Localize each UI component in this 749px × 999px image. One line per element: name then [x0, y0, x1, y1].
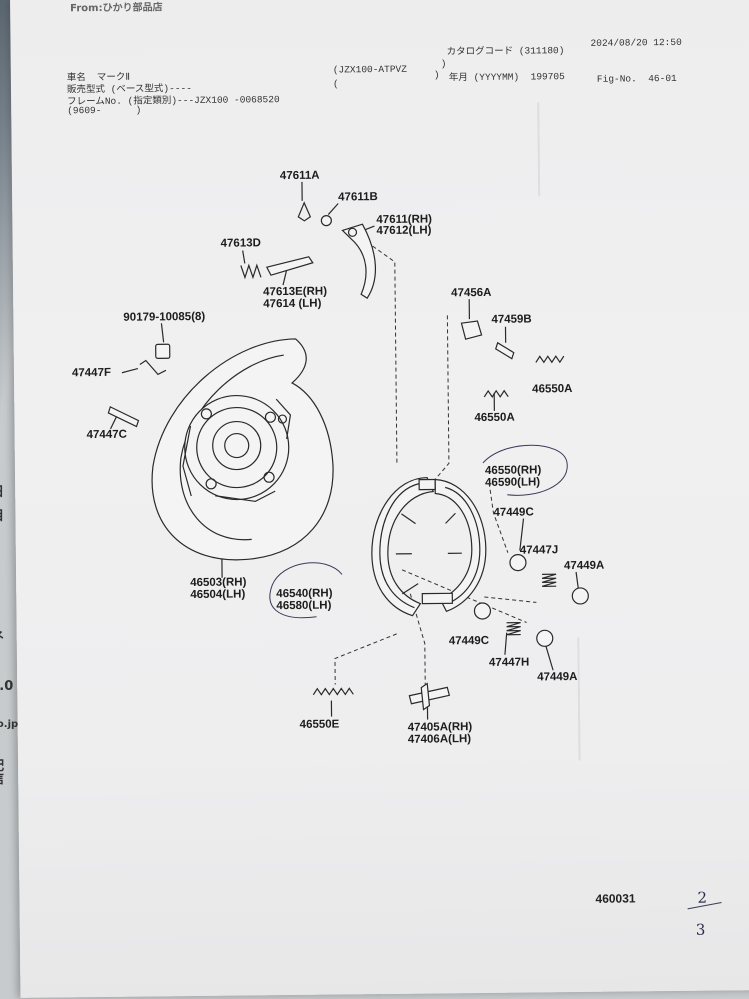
part-label-47614: 47614 (LH) — [263, 298, 321, 311]
part-label-46550a-lower: 46550A — [474, 412, 514, 424]
part-label-47456a: 47456A — [451, 287, 491, 299]
part-label-47459b: 47459B — [491, 313, 531, 325]
spring-46550e — [312, 687, 354, 696]
part-label-47611b: 47611B — [338, 191, 378, 203]
brake-shoe-46540 — [371, 476, 487, 617]
part-label-47449c-lower: 47449C — [449, 635, 489, 647]
part-label-46504: 46504(LH) — [190, 588, 245, 601]
part-label-47447f: 47447F — [72, 367, 111, 379]
edge-fragment-6: 配信 — [0, 760, 11, 786]
pen-circle-46540 — [269, 562, 343, 619]
spring-47447j — [541, 573, 557, 587]
edge-fragment-1: ネ — [0, 630, 11, 643]
washer-47449a-upper — [571, 587, 589, 605]
return-spring-46550a-upper — [535, 355, 565, 364]
part-label-47406a: 47406A(LH) — [408, 733, 472, 746]
pin-47459b — [495, 341, 515, 360]
edge-fragment-5: 目 — [0, 510, 11, 523]
part-label-47449a-upper: 47449A — [564, 560, 604, 572]
part-label-90179: 90179-10085(8) — [123, 311, 205, 324]
part-label-47447j: 47447J — [520, 544, 558, 556]
part-label-47613d: 47613D — [221, 237, 261, 249]
leader-lines — [109, 181, 579, 720]
cup-47449c-upper — [509, 554, 527, 572]
part-label-46590lh: 46590(LH) — [485, 476, 540, 489]
edge-fragment-2: L.0 — [0, 679, 14, 694]
page-denominator: 3 — [696, 921, 706, 939]
washer-47611b — [320, 214, 332, 227]
spring-47613d — [240, 263, 262, 280]
page-fraction-bar — [687, 902, 722, 910]
parking-lever-47611 — [341, 223, 376, 300]
part-label-46550a-upper: 46550A — [532, 383, 572, 395]
spring-47447h — [506, 621, 521, 636]
part-label-47611rh: 47611(RH) — [376, 213, 432, 226]
part-label-47447c: 47447C — [87, 429, 127, 441]
edge-fragment-3: co.jp — [0, 719, 19, 730]
part-label-46580: 46580(LH) — [276, 600, 331, 613]
part-label-47449c-upper: 47449C — [493, 506, 533, 518]
assembly-guide-lines — [334, 245, 537, 688]
link-47447c — [107, 406, 140, 428]
part-label-46550rh: 46550(RH) — [485, 464, 542, 477]
catalog-number: 460031 — [595, 891, 636, 906]
part-label-46540: 46540(RH) — [276, 588, 333, 601]
part-label-47611a: 47611A — [280, 170, 320, 182]
edge-fragment-4: 日 — [0, 486, 11, 499]
part-label-46550e: 46550E — [300, 718, 340, 730]
part-label-47612lh: 47612(LH) — [376, 224, 431, 237]
backing-plate-46503 — [151, 338, 334, 561]
guide-47447f — [139, 359, 167, 376]
strut-47613e — [265, 256, 314, 276]
brake-exploded-diagram: 47611A 47611B 47611(RH) 47612(LH) 47613D… — [72, 170, 722, 939]
anchor-47456a — [460, 320, 483, 340]
part-label-47449a-lower: 47449A — [537, 671, 577, 683]
pen-circle-46550 — [482, 444, 568, 496]
return-spring-46550a-lower — [483, 389, 509, 398]
nut-90179 — [155, 343, 171, 359]
part-label-46503: 46503(RH) — [190, 576, 247, 589]
page-numerator: 2 — [697, 889, 707, 907]
cup-47449c-lower — [473, 602, 492, 620]
part-label-47447h: 47447H — [489, 656, 529, 668]
washer-47449a-lower — [536, 629, 554, 647]
catalog-sheet: From:ひかり部品店 ━━━━━━━━━━━━━ ━━━━━━━━━━━━━━… — [10, 0, 749, 998]
part-label-47405a: 47405A(RH) — [408, 721, 473, 734]
part-label-47613e: 47613E(RH) — [263, 286, 327, 299]
adjuster-47405a — [408, 686, 451, 705]
hold-down-clip-47611a — [297, 201, 312, 222]
